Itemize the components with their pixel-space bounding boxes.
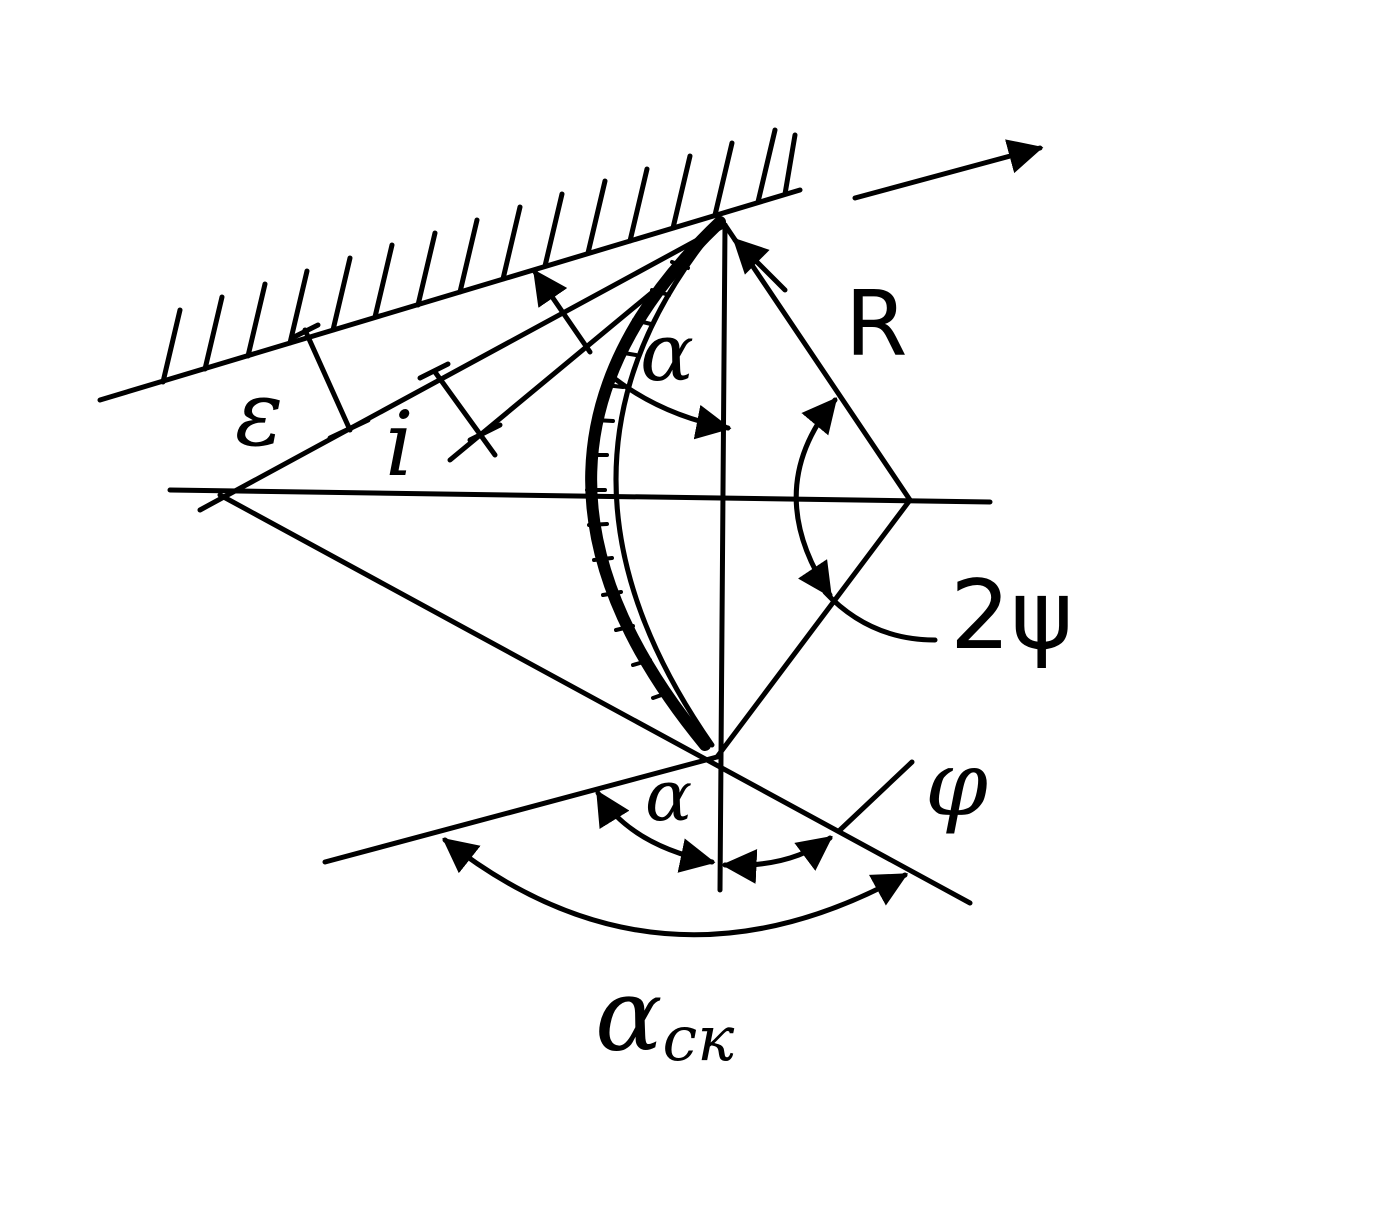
- label-R: R: [845, 272, 908, 377]
- angle-arcs: [442, 237, 938, 938]
- two-psi-leader: [822, 589, 938, 643]
- construction-lines: [167, 222, 993, 906]
- label-alpha-ck: αск: [595, 957, 735, 1075]
- label-i: i: [385, 392, 414, 497]
- horizontal-axis: [167, 487, 993, 505]
- alpha-top-arc: [607, 372, 732, 440]
- two-psi-arc: [793, 397, 838, 598]
- arc-outer: [585, 216, 726, 751]
- wall-hatching: [160, 127, 798, 385]
- psi-leader: [837, 759, 915, 833]
- arc-inner: [613, 229, 715, 748]
- alpha-ck-arc: [442, 837, 909, 938]
- bottom-plane-line: [322, 754, 720, 865]
- chip-arc: [585, 216, 726, 751]
- label-alpha-top: α: [640, 306, 694, 399]
- radius-lower: [714, 497, 913, 760]
- radius-arrow: [732, 237, 788, 293]
- labels: ε i α R 2ψ φ α αск: [235, 272, 1073, 1075]
- chord-line: [717, 222, 728, 893]
- upper-tangent-line: [197, 222, 728, 513]
- label-alpha-ck-sub: ск: [663, 1002, 736, 1075]
- label-alpha-bottom: α: [645, 755, 692, 837]
- wall-line: [97, 187, 803, 403]
- label-epsilon: ε: [235, 362, 283, 467]
- lower-tangent-line: [217, 492, 973, 906]
- motion-arrow: [852, 139, 1044, 201]
- upper-wall: [97, 127, 803, 403]
- arc-hatching: [585, 260, 690, 700]
- psi-arc: [721, 835, 833, 884]
- label-psi: φ: [925, 732, 988, 837]
- label-alpha-ck-main: α: [595, 957, 663, 1074]
- label-two-psi: 2ψ: [950, 561, 1073, 671]
- dimension-ticks: [289, 269, 593, 458]
